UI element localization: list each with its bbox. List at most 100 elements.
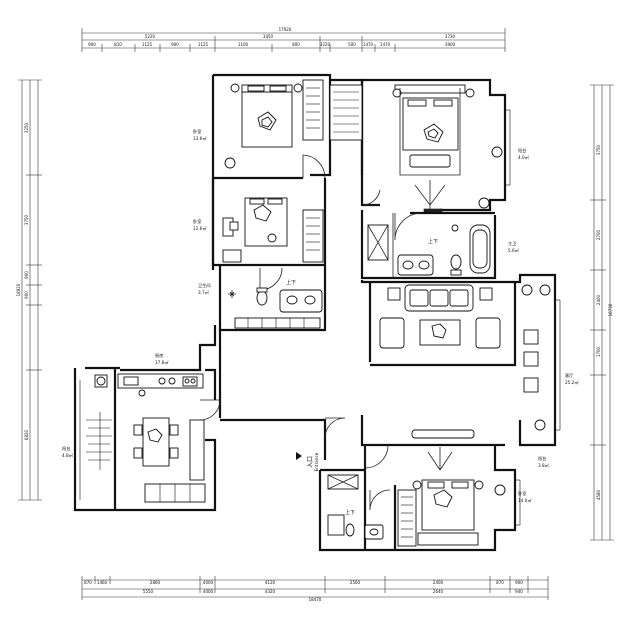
plant-icon: [491, 146, 503, 158]
chair: [523, 351, 539, 367]
dim-right-0: 3750: [596, 144, 601, 155]
dim-top-6: 800: [292, 42, 300, 47]
dim-bottom2-0: 5550: [143, 589, 154, 594]
lamp-icon: [230, 83, 240, 93]
counter-side: [189, 419, 205, 481]
door-wc[interactable]: [259, 267, 283, 291]
se-bath-fixtures: 上下: [327, 509, 384, 540]
room-area-balcony-right: 4.0㎡: [518, 154, 530, 160]
dim-left-0: 3250: [24, 122, 29, 133]
dim-right-4: 4580: [596, 489, 601, 500]
top-dimensions: 17920 5220 3450 3730 900 810 1125 900 11…: [81, 27, 506, 52]
dim-top-7: 3220: [320, 42, 331, 47]
dim-right-2: 2400: [596, 294, 601, 305]
entrance-label-cn: 入口: [307, 456, 314, 468]
dim-left-3: 900: [24, 291, 29, 299]
room-name-bath-main: 主卫: [508, 240, 516, 246]
room-area-balcony-left: 4.8㎡: [62, 452, 74, 458]
master-bedroom-furniture: 阳台 4.0㎡: [392, 84, 530, 213]
vanity: [397, 254, 434, 276]
master-bath-fixtures: 上下 主卫 5.6㎡: [367, 224, 520, 276]
dim-top-row2-c: 3730: [445, 34, 456, 39]
plant-icon: [494, 484, 506, 496]
lamp-icon: [465, 88, 475, 98]
door-master[interactable]: [361, 189, 381, 206]
dim-top-11: 3900: [445, 42, 456, 47]
bedroom-se-furniture: 卧室 14.0㎡ 阳台 3.8㎡: [397, 447, 550, 547]
dim-top-3: 900: [171, 42, 179, 47]
plant-icon: [534, 419, 546, 431]
chair: [523, 329, 539, 345]
sink-icon: [138, 389, 146, 397]
chair: [169, 424, 179, 436]
room-name-bedroom-nw: 卧室: [193, 128, 201, 135]
cabinet: [234, 317, 321, 329]
door-kitchen[interactable]: [199, 399, 221, 421]
toilet: [450, 254, 462, 270]
dim-bottom2-3: 2640: [433, 589, 444, 594]
dim-bottom2-2: 4320: [265, 589, 276, 594]
bench: [417, 532, 479, 546]
room-name-bedroom-se: 卧室: [518, 490, 526, 497]
room-area-wc-mid: 3.7㎡: [198, 289, 210, 295]
chair: [229, 221, 239, 231]
shelf-hatch: [86, 412, 112, 470]
door-master-bath[interactable]: [394, 212, 423, 241]
bottom-dimensions: 870 1460 2860 4000 4120 2560 2400 870 90…: [81, 576, 549, 602]
room-area-kitchen: 17.8㎡: [155, 359, 169, 365]
dim-bottom-1: 1460: [97, 580, 108, 585]
dim-bottom-3: 4000: [203, 580, 214, 585]
side-table: [479, 287, 493, 301]
shower: [327, 514, 345, 536]
bedroom-nw-furniture: 卧室 13.6㎡: [193, 79, 324, 169]
lamp-icon: [412, 480, 422, 490]
vanity: [279, 289, 323, 313]
dim-right-total: 16730: [608, 303, 613, 316]
dim-right-1: 2700: [596, 229, 601, 240]
dim-bottom-0: 870: [84, 580, 92, 585]
dim-top-8: 500: [348, 42, 356, 47]
wardrobe-mid: [302, 209, 324, 263]
bedroom-mid-furniture: 卧室 12.6㎡: [193, 197, 324, 263]
room-name-kitchen: 厨房: [155, 352, 163, 359]
plant-icon: [539, 284, 551, 296]
dim-top-2: 1125: [142, 42, 153, 47]
door-bedroom-se[interactable]: [364, 444, 389, 469]
dim-left-4: 6820: [24, 429, 29, 440]
entrance: 入口 Entrance: [296, 452, 359, 490]
armchair: [379, 317, 405, 349]
chair: [169, 447, 179, 459]
room-name-balcony-right: 阳台: [518, 147, 526, 154]
walls: [73, 73, 557, 552]
side-table: [387, 287, 401, 301]
lamp-icon: [392, 88, 402, 98]
dim-bottom-5: 2560: [350, 580, 361, 585]
door-bedroom-nw[interactable]: [302, 154, 326, 179]
tv-cabinet: [411, 429, 475, 439]
room-area-balcony-se: 3.8㎡: [538, 462, 550, 468]
room-area-bedroom-mid: 12.6㎡: [193, 225, 207, 231]
room-name-living: 客厅: [565, 372, 573, 379]
dining-table: [142, 417, 170, 467]
dim-bottom2-1: 4000: [203, 589, 214, 594]
marker-low: 上下: [345, 509, 355, 516]
room-name-wc-mid: 卫生间: [198, 282, 211, 289]
door-se-bath[interactable]: [369, 489, 391, 511]
plant-icon: [478, 197, 490, 209]
armchair: [475, 317, 501, 349]
dim-top-0: 900: [88, 42, 96, 47]
marker-mid: 上下: [286, 279, 296, 286]
dim-bottom-4: 4120: [265, 580, 276, 585]
dim-bottom-6: 2400: [433, 580, 444, 585]
living-room-furniture: 客厅 25.2㎡: [379, 284, 579, 439]
dim-top-4: 1125: [198, 42, 209, 47]
room-area-bedroom-nw: 13.6㎡: [193, 135, 207, 141]
dim-top-total: 17920: [279, 27, 292, 32]
bench: [409, 154, 451, 168]
door-entrance[interactable]: [324, 417, 346, 439]
left-dimensions: 3250 3750 900 900 6820 18920: [16, 79, 42, 501]
kitchen-furniture: 厨房 17.8㎡ 阳台 4.8㎡: [62, 352, 206, 503]
dim-bottom2-4: 940: [515, 589, 523, 594]
bed-mid: [244, 197, 288, 247]
dim-bottom-total: 18470: [309, 597, 322, 602]
